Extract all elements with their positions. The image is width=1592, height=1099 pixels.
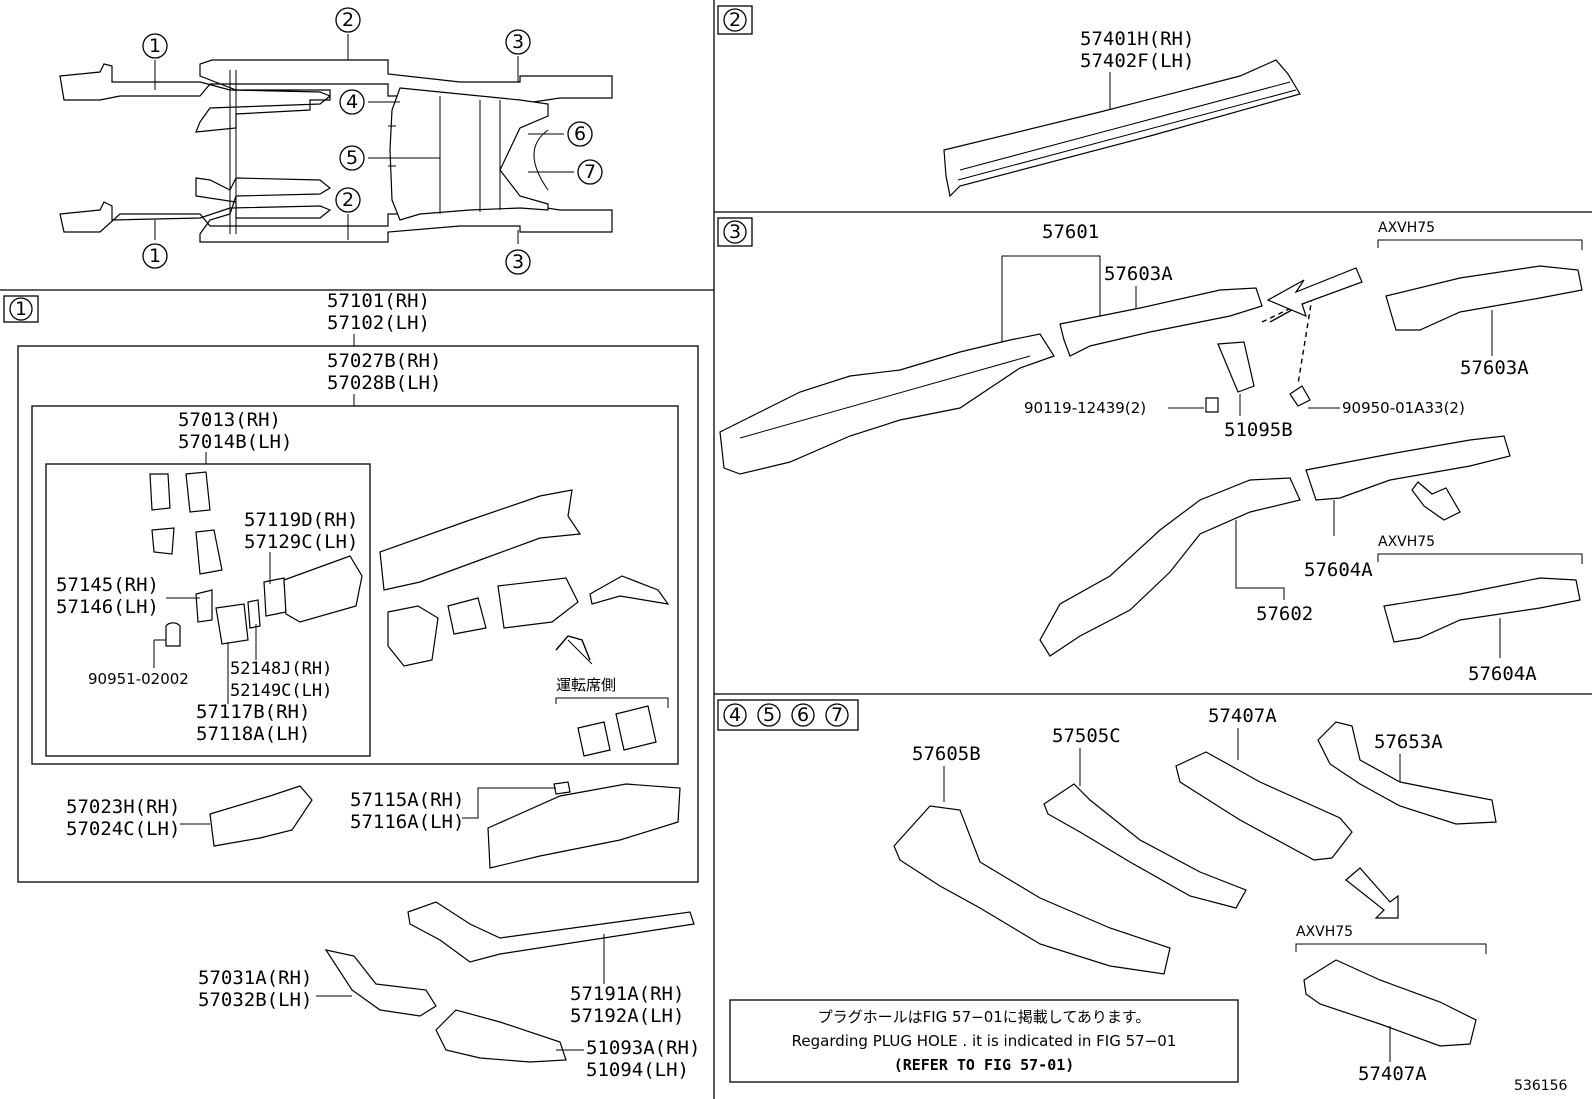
callout-5: 5 — [346, 147, 358, 169]
label-57129: 57129C(LH) — [244, 531, 358, 553]
note-reference: (REFER TO FIG 57-01) — [894, 1056, 1075, 1074]
label-57402: 57402F(LH) — [1080, 50, 1194, 72]
section-3-badge: 3 — [729, 221, 741, 243]
label-57024: 57024C(LH) — [66, 818, 180, 840]
section-badge-6: 6 — [797, 704, 809, 726]
label-57119: 57119D(RH) — [244, 509, 358, 531]
label-57116: 57116A(LH) — [350, 811, 464, 833]
label-52149: 52149C(LH) — [230, 681, 332, 701]
section-badge-4: 4 — [729, 704, 741, 726]
section-2: 2 57401H(RH) 57402F(LH) — [717, 5, 1301, 198]
label-57407a-axvh75: 57407A — [1358, 1063, 1427, 1085]
note-japanese: プラグホールはFIG 57−01に掲載してあります。 — [818, 1008, 1151, 1026]
section-badge-7: 7 — [831, 704, 843, 726]
label-57603a-axvh75: 57603A — [1460, 357, 1529, 379]
section-badge-5: 5 — [763, 704, 775, 726]
label-57146: 57146(LH) — [56, 596, 159, 618]
note-english: Regarding PLUG HOLE . it is indicated in… — [792, 1032, 1177, 1050]
label-57604a-main: 57604A — [1304, 559, 1373, 581]
label-57145: 57145(RH) — [56, 574, 159, 596]
label-axvh75-section4: AXVH75 — [1296, 924, 1353, 940]
label-57653: 57653A — [1374, 731, 1443, 753]
label-57032: 57032B(LH) — [198, 989, 312, 1011]
label-57027: 57027B(RH) — [327, 350, 441, 372]
callout-1-top: 1 — [149, 35, 161, 57]
label-51093: 51093A(RH) — [586, 1037, 700, 1059]
figure-id: 536156 — [1514, 1078, 1568, 1094]
label-57102: 57102(LH) — [327, 312, 430, 334]
callout-7: 7 — [584, 161, 596, 183]
section-3: 3 57601 57603A AXVH75 57603A 51095B 9011… — [717, 217, 1583, 685]
label-57191: 57191A(RH) — [570, 983, 684, 1005]
label-57604a-axvh75: 57604A — [1468, 663, 1537, 685]
section-2-badge: 2 — [729, 9, 741, 31]
label-57101: 57101(RH) — [327, 290, 430, 312]
label-57505: 57505C — [1052, 725, 1121, 747]
label-57028: 57028B(LH) — [327, 372, 441, 394]
callout-6: 6 — [574, 123, 586, 145]
label-57013: 57013(RH) — [178, 409, 281, 431]
label-57031: 57031A(RH) — [198, 967, 312, 989]
label-57192: 57192A(LH) — [570, 1005, 684, 1027]
label-51094: 51094(LH) — [586, 1059, 689, 1081]
label-90951: 90951-02002 — [88, 670, 189, 688]
label-57603a-main: 57603A — [1104, 263, 1173, 285]
label-57014: 57014B(LH) — [178, 431, 292, 453]
callout-3-top: 3 — [512, 31, 524, 53]
callout-3-bottom: 3 — [512, 251, 524, 273]
label-90950: 90950-01A33(2) — [1342, 399, 1465, 417]
callout-1-bottom: 1 — [149, 245, 161, 267]
label-driver-side-jp: 運転席側 — [556, 676, 616, 694]
section-1-badge: 1 — [15, 298, 27, 320]
callout-2-top: 2 — [342, 9, 354, 31]
label-57601: 57601 — [1042, 221, 1099, 243]
callout-4: 4 — [346, 91, 358, 113]
label-axvh75-top: AXVH75 — [1378, 220, 1435, 236]
label-57602: 57602 — [1256, 603, 1313, 625]
label-51095: 51095B — [1224, 419, 1293, 441]
label-57115: 57115A(RH) — [350, 789, 464, 811]
overview-frame-diagram: 1 2 3 4 5 6 7 2 1 3 — [59, 7, 613, 275]
section-1: 1 57101(RH) 57102(LH) 57027B(RH) 57028B(… — [3, 290, 700, 1081]
callout-2-bottom: 2 — [342, 189, 354, 211]
label-57401: 57401H(RH) — [1080, 28, 1194, 50]
label-57605: 57605B — [912, 743, 981, 765]
label-57117: 57117B(RH) — [196, 701, 310, 723]
label-axvh75-bottom: AXVH75 — [1378, 534, 1435, 550]
label-57407a-main: 57407A — [1208, 705, 1277, 727]
label-52148: 52148J(RH) — [230, 659, 332, 679]
label-90119: 90119-12439(2) — [1024, 399, 1146, 417]
label-57023: 57023H(RH) — [66, 796, 180, 818]
label-57118: 57118A(LH) — [196, 723, 310, 745]
section-4567: 4 5 6 7 57605B 57505C 57407A 57653A AXVH… — [717, 699, 1568, 1094]
